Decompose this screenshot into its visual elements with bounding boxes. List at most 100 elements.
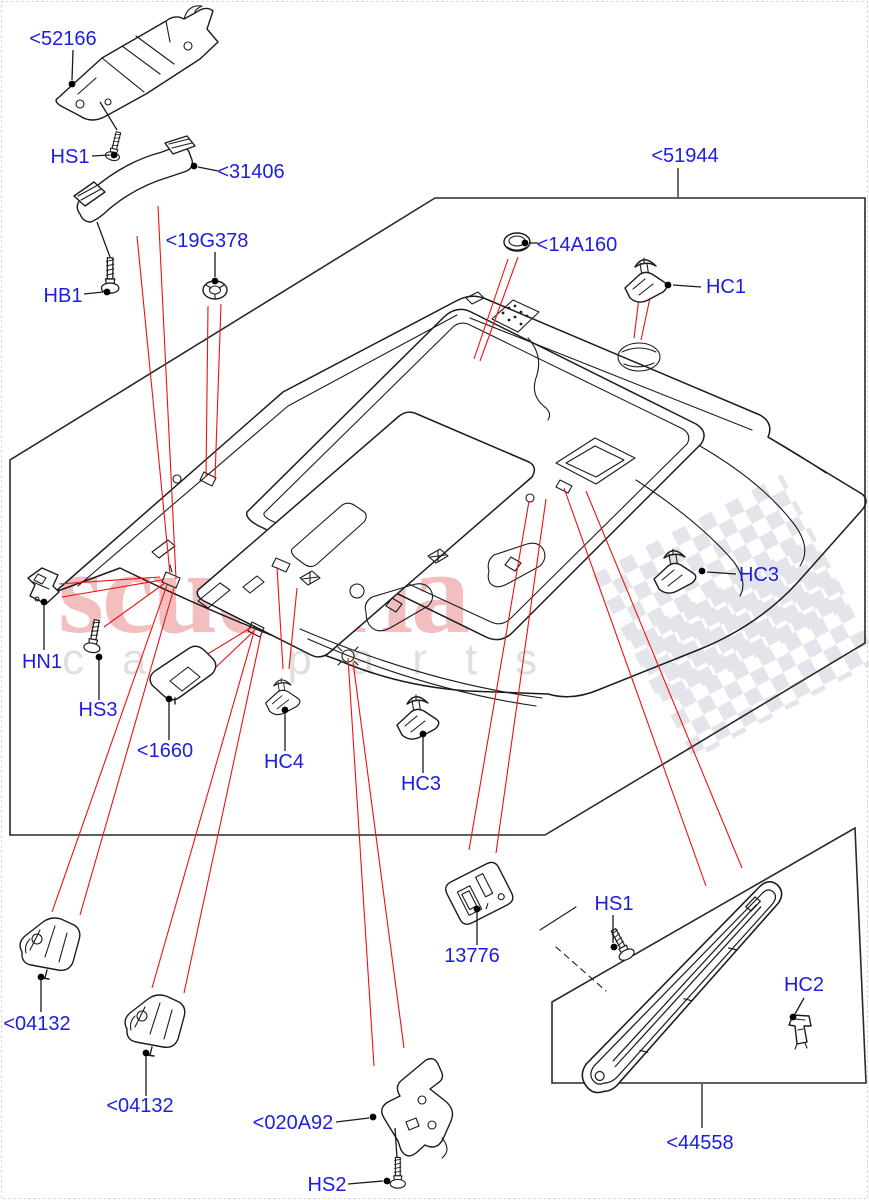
leader-line <box>91 154 111 157</box>
leader-dot <box>698 567 706 575</box>
part-label-19g378[interactable]: <19G378 <box>166 230 249 252</box>
red-leader-lines <box>51 205 743 1067</box>
leader-line <box>99 101 118 131</box>
red-leader-line <box>79 587 175 916</box>
red-leader-line <box>58 576 161 585</box>
leader-dot <box>789 1013 797 1021</box>
leader-line <box>83 291 104 295</box>
clip-hc1 <box>624 257 668 303</box>
bracket-020a92 <box>381 1057 454 1159</box>
red-leader-line <box>136 235 171 575</box>
red-leader-line <box>103 582 166 628</box>
leader-dot <box>190 162 198 170</box>
cap-04132-a <box>19 917 81 980</box>
red-leader-line <box>183 634 262 994</box>
red-leader-line <box>563 487 707 887</box>
red-leader-line <box>151 631 255 989</box>
part-label-hs2[interactable]: HS2 <box>308 1174 347 1196</box>
part-label-hb1[interactable]: HB1 <box>44 285 83 307</box>
red-leader-line <box>495 498 547 854</box>
part-label-1660[interactable]: <1660 <box>137 740 193 762</box>
visor-bracket-52166 <box>55 5 219 121</box>
part-label-hc4[interactable]: HC4 <box>264 751 304 773</box>
leader-dot <box>40 598 48 606</box>
red-leader-line <box>640 297 651 341</box>
leader-line <box>394 1127 398 1159</box>
part-label-44558[interactable]: <44558 <box>666 1132 733 1154</box>
part-label-04132-a[interactable]: <04132 <box>3 1013 70 1035</box>
black-leader-lines <box>37 49 805 1185</box>
red-leader-line <box>468 500 530 851</box>
screw-hs1-inset <box>605 925 637 964</box>
part-label-31406[interactable]: <31406 <box>217 161 284 183</box>
red-leader-line <box>205 305 209 478</box>
leader-dot <box>103 288 111 296</box>
red-leader-line <box>585 490 743 869</box>
part-label-13776[interactable]: 13776 <box>444 945 500 967</box>
red-leader-line <box>212 629 256 671</box>
leader-line <box>71 49 74 81</box>
red-leader-line <box>479 256 519 362</box>
leader-dot <box>142 1049 150 1057</box>
leader-line <box>347 1180 384 1185</box>
leader-dot <box>95 653 103 661</box>
red-leader-line <box>288 587 298 670</box>
part-label-020a92[interactable]: <020A92 <box>253 1112 334 1134</box>
part-label-51944[interactable]: <51944 <box>651 145 718 167</box>
red-leader-line <box>473 258 509 360</box>
leader-line <box>335 1117 370 1123</box>
leader-dot <box>664 281 672 289</box>
leader-dot <box>473 905 481 913</box>
part-label-04132-b[interactable]: <04132 <box>106 1095 173 1117</box>
leader-line <box>706 571 737 575</box>
leader-line <box>794 997 805 1015</box>
red-leader-line <box>157 205 177 580</box>
part-label-hs3[interactable]: HS3 <box>79 699 118 721</box>
leader-line <box>672 284 702 288</box>
screw-hs2 <box>389 1156 406 1189</box>
leader-dot <box>37 973 45 981</box>
leader-dot <box>211 277 219 285</box>
grille-dots <box>501 304 529 326</box>
inset-panel-box <box>551 826 867 1084</box>
leader-dot <box>610 943 618 951</box>
leader-dot <box>419 730 427 738</box>
grab-handle-31406 <box>73 135 196 223</box>
red-leader-line <box>61 579 163 598</box>
part-label-hc1[interactable]: HC1 <box>706 276 746 298</box>
checkered-flag <box>592 474 869 760</box>
leader-line <box>197 166 219 172</box>
leader-dot <box>383 1177 391 1185</box>
cap-04132-b <box>124 994 186 1057</box>
part-label-hs1-inset[interactable]: HS1 <box>595 893 634 915</box>
part-label-hs1-top[interactable]: HS1 <box>51 146 90 168</box>
part-label-52166[interactable]: <52166 <box>29 28 96 50</box>
leader-dot <box>369 1113 377 1121</box>
clip-hn1 <box>27 567 60 605</box>
headliner-drawing <box>54 291 867 992</box>
part-label-hc2[interactable]: HC2 <box>784 974 824 996</box>
part-label-hn1[interactable]: HN1 <box>22 651 62 673</box>
leader-dot <box>165 695 173 703</box>
leader-dot <box>521 239 529 247</box>
lamp-13776 <box>442 858 517 928</box>
red-leader-line <box>347 657 375 1067</box>
red-leader-line <box>205 626 253 656</box>
red-leader-line <box>214 303 222 480</box>
red-leader-line <box>51 584 168 913</box>
red-leader-line <box>276 566 284 670</box>
leader-dot <box>68 80 76 88</box>
red-leader-line <box>352 661 405 1049</box>
part-label-14a160[interactable]: <14A160 <box>537 234 618 256</box>
diagram-boxes <box>9 197 867 1084</box>
leader-dot <box>110 151 118 159</box>
leader-dot <box>281 706 289 714</box>
clip-hc3-bottom <box>396 694 440 740</box>
part-label-hc3-right[interactable]: HC3 <box>739 564 779 586</box>
part-label-hc3-bottom[interactable]: HC3 <box>401 773 441 795</box>
bolt-hb1 <box>100 257 120 294</box>
